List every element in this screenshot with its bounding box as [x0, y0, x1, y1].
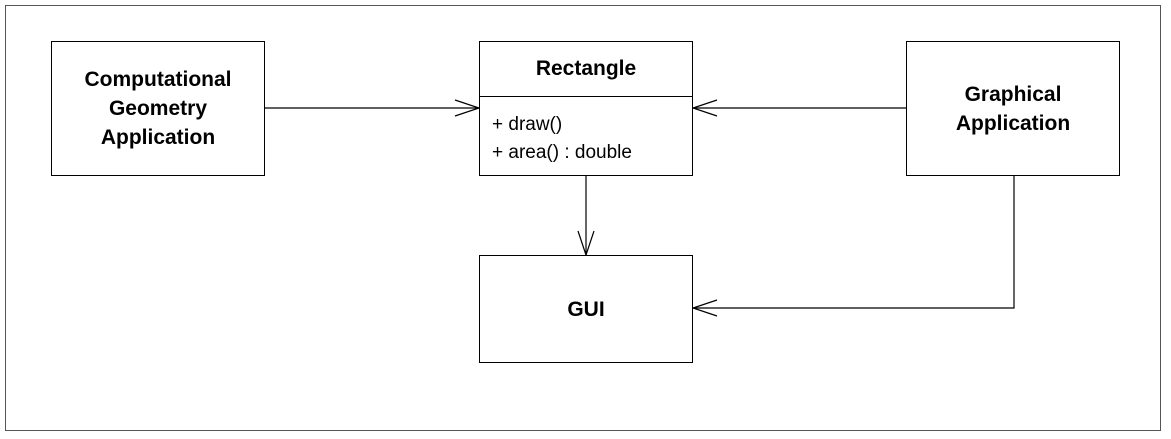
rectangle-operations: + draw() + area() : double	[480, 97, 692, 167]
operation-area: + area() : double	[492, 142, 632, 163]
arrowhead-graphical-to-rectangle	[691, 99, 718, 117]
rectangle-class-box: Rectangle + draw() + area() : double	[479, 41, 693, 176]
rectangle-class-name: Rectangle	[480, 42, 692, 97]
operation-draw: + draw()	[492, 114, 563, 135]
graphical-application-box: Graphical Application	[906, 41, 1120, 176]
gui-box: GUI	[479, 255, 693, 363]
edge-graphical-to-gui	[693, 176, 1015, 309]
computational-geometry-application-box: Computational Geometry Application	[51, 41, 265, 176]
diagram-frame	[5, 5, 1161, 431]
arrowhead-graphical-to-gui	[691, 299, 718, 317]
